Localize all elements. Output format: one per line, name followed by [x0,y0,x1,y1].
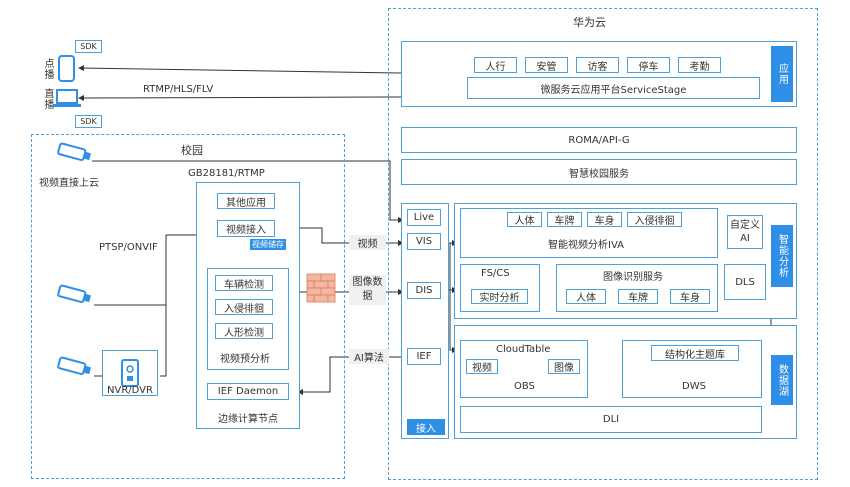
iva-chip-plate: 车牌 [547,212,582,227]
edge-node-label: 边缘计算节点 [218,414,278,425]
camera-direct-label: 视频直接上云 [39,178,99,189]
app-chip-people: 人行 [474,57,517,73]
app-chip-security: 安管 [525,57,568,73]
ief-daemon-box: IEF Daemon [207,383,289,400]
data-lake-side-label: 数据湖 [771,355,793,405]
struct-lib-chip: 结构化主题库 [651,345,739,361]
link-image-data-label: 图像数据 [349,275,386,305]
camera-icon [57,356,92,376]
iva-chip-body: 车身 [587,212,622,227]
iva-chip-intrusion: 入侵徘徊 [627,212,682,227]
access-label: 接入 [407,419,445,435]
laptop-icon [53,89,81,107]
sdk-tag-bottom: SDK [75,115,102,128]
ief-box: IEF [407,348,441,365]
app-chip-attendance: 考勤 [678,57,721,73]
image-recognition-label: 图像识别服务 [603,272,663,283]
img-chip-plate: 车牌 [618,289,658,304]
link-ai-algo-label: AI算法 [349,349,389,364]
other-apps-box: 其他应用 [217,193,275,209]
intrusion-box: 入侵徘徊 [215,299,273,315]
nvr-box [102,350,158,396]
vod-label: 点播 [42,58,53,80]
app-chip-visitor: 访客 [576,57,619,73]
obs-label: OBS [514,381,535,392]
iva-label: 智能视频分析IVA [548,240,624,251]
live-label: 直播 [42,88,53,110]
fscs-label: FS/CS [481,268,510,279]
fscs-box [460,264,540,312]
video-store-tag: 视频储存 [250,239,286,250]
iva-chip-human: 人体 [507,212,542,227]
stream-protocols-label: RTMP/HLS/FLV [143,84,214,95]
gb-protocol-label: GB28181/RTMP [188,168,265,179]
custom-ai-box: 自定义AI [727,215,763,249]
firewall-icon [306,273,336,303]
video-access-box: 视频接入 [217,220,275,237]
obs-video-chip: 视频 [466,359,498,374]
campus-boundary [31,134,345,479]
huawei-cloud-boundary [388,8,818,480]
dli-box: DLI [460,406,762,433]
link-video-label: 视频 [349,235,386,250]
rtsp-label: PTSP/ONVIF [99,242,158,253]
obs-image-chip: 图像 [548,359,580,374]
dls-box: DLS [724,264,766,300]
dws-label: DWS [682,381,706,392]
cloudtable-label: CloudTable [496,344,551,355]
servicestage-box: 微服务云应用平台ServiceStage [467,77,760,99]
huawei-cloud-title: 华为云 [573,16,606,29]
app-chip-parking: 停车 [627,57,670,73]
camera-icon [57,284,92,304]
camera-icon [57,142,92,162]
dis-box: DIS [407,282,441,299]
live-box: Live [407,209,441,226]
realtime-analysis-box: 实时分析 [471,289,528,304]
preanalysis-label: 视频预分析 [220,354,270,365]
smart-analysis-side-label: 智能分析 [771,225,793,287]
nvr-device-icon [121,359,139,387]
vis-box: VIS [407,233,441,250]
roma-api-g-box: ROMA/API-G [401,127,797,153]
sdk-tag-top: SDK [75,40,102,53]
img-chip-human: 人体 [566,289,606,304]
human-detect-box: 人形检测 [215,323,273,339]
phone-icon [58,55,75,82]
application-side-label: 应用 [771,46,793,102]
img-chip-body: 车身 [670,289,710,304]
image-recognition-box [556,264,718,312]
nvr-label: NVR/DVR [107,385,153,396]
campus-service-box: 智慧校园服务 [401,159,797,185]
campus-title: 校园 [181,144,203,157]
vehicle-detect-box: 车辆检测 [215,275,273,291]
